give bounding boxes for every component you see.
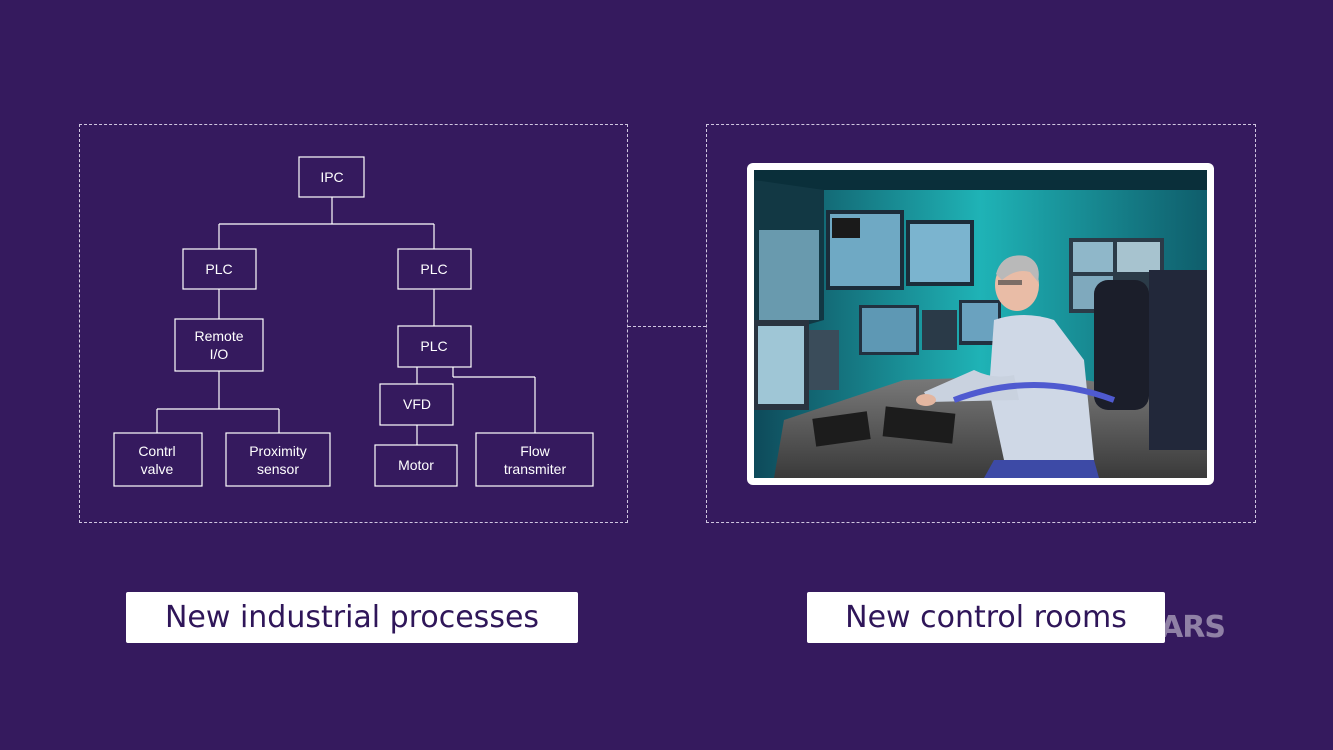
svg-text:valve: valve (141, 461, 174, 477)
svg-text:Flow: Flow (520, 443, 550, 459)
node-control-valve: Contrl valve (113, 432, 203, 487)
svg-text:Proximity: Proximity (249, 443, 307, 459)
svg-text:PLC: PLC (420, 338, 447, 354)
panel-connector-line (628, 326, 706, 327)
node-ipc: IPC (298, 156, 365, 198)
control-room-panel (706, 124, 1256, 523)
svg-text:Motor: Motor (398, 457, 434, 473)
diagram-connectors (156, 197, 536, 445)
logo-watermark: ARS (1160, 610, 1226, 645)
industrial-diagram-panel: IPC PLC PLC Remote I/O PLC VFD Contrl va… (79, 124, 628, 523)
node-proximity-sensor: Proximity sensor (225, 432, 331, 487)
svg-text:PLC: PLC (420, 261, 447, 277)
node-flow-transmitter: Flow transmiter (475, 432, 594, 487)
control-room-photo (747, 163, 1214, 485)
svg-text:IPC: IPC (320, 169, 343, 185)
svg-text:I/O: I/O (210, 346, 229, 362)
node-remote-io: Remote I/O (174, 318, 264, 372)
process-hierarchy-diagram: IPC PLC PLC Remote I/O PLC VFD Contrl va… (113, 156, 594, 487)
control-room-illustration (754, 170, 1207, 478)
svg-text:transmiter: transmiter (504, 461, 567, 477)
svg-text:Contrl: Contrl (138, 443, 175, 459)
node-plc-lower: PLC (397, 325, 472, 368)
svg-text:Remote: Remote (194, 328, 243, 344)
node-motor: Motor (374, 444, 458, 487)
caption-control-rooms: New control rooms (807, 592, 1165, 643)
node-plc-right: PLC (397, 248, 472, 290)
node-vfd: VFD (379, 383, 454, 426)
svg-text:sensor: sensor (257, 461, 299, 477)
svg-text:PLC: PLC (205, 261, 232, 277)
caption-industrial-processes: New industrial processes (126, 592, 578, 643)
svg-text:VFD: VFD (403, 396, 431, 412)
node-plc-left: PLC (182, 248, 257, 290)
